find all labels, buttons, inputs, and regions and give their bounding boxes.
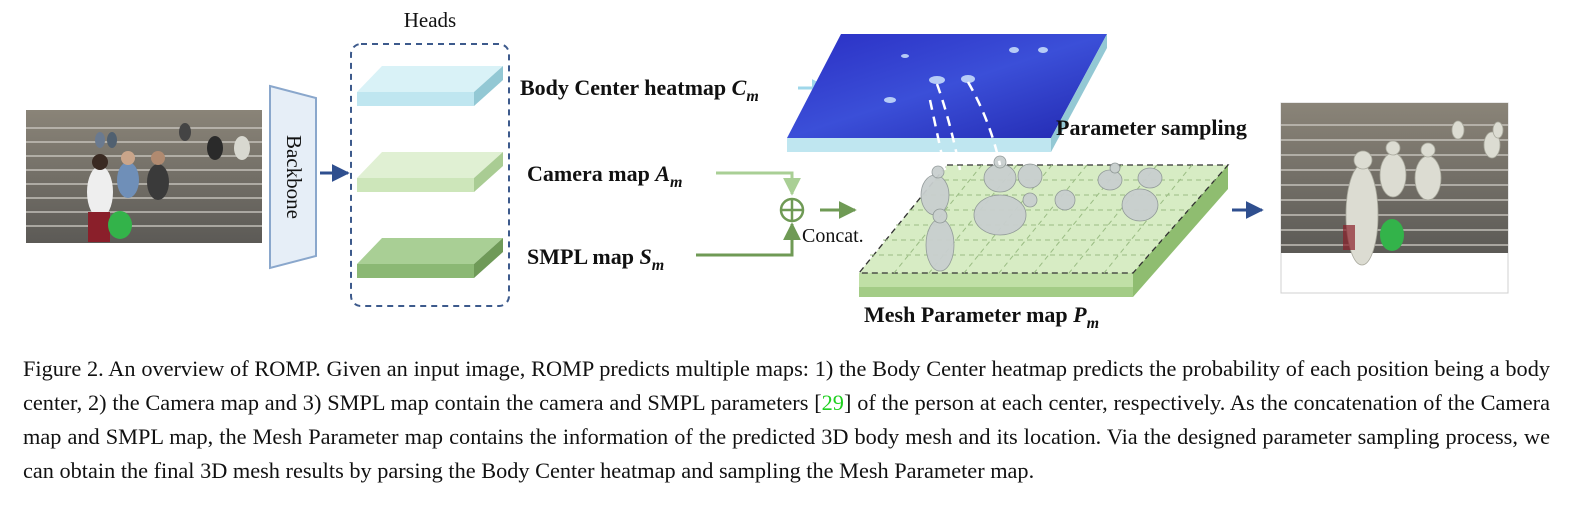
concat-label: Concat.	[802, 225, 864, 247]
romp-overview-diagram: Backbone Heads Body Center heatmap Cm Ca…	[26, 8, 1509, 332]
svg-text:Body Center heatmap Cm: Body Center heatmap Cm	[520, 75, 759, 105]
smpl-map-label: SMPL map Sm	[527, 244, 664, 274]
body-center-label: Body Center heatmap Cm	[520, 75, 759, 105]
caption-text-2: ] of the person at each center, respecti…	[23, 390, 1550, 483]
camera-head-slab	[357, 152, 503, 192]
citation-link[interactable]: 29	[821, 390, 844, 415]
mesh-parameter-label: Mesh Parameter map Pm	[864, 302, 1099, 332]
caption-text-1: Figure 2. An overview of ROMP. Given an …	[23, 356, 1550, 415]
heads-title: Heads	[404, 8, 456, 32]
camera-to-concat-line	[716, 171, 801, 196]
mesh-parameter-map	[857, 81, 1230, 297]
body-center-heatmap	[787, 34, 1107, 152]
figure-caption: Figure 2. An overview of ROMP. Given an …	[23, 352, 1550, 488]
backbone-label: Backbone	[282, 135, 306, 219]
svg-text:SMPL map Sm: SMPL map Sm	[527, 244, 664, 274]
parameter-sampling-label: Parameter sampling	[1056, 115, 1247, 140]
backbone-block: Backbone	[269, 84, 317, 270]
smpl-head-slab	[357, 238, 503, 278]
smpl-to-concat-line	[696, 222, 801, 257]
camera-map-label: Camera map Am	[527, 161, 682, 191]
body-center-head-slab	[357, 66, 503, 106]
input-image	[26, 110, 262, 243]
svg-text:Camera map Am: Camera map Am	[527, 161, 682, 191]
heads-box	[350, 43, 510, 307]
concat-icon	[779, 197, 805, 223]
output-image	[1280, 102, 1509, 294]
